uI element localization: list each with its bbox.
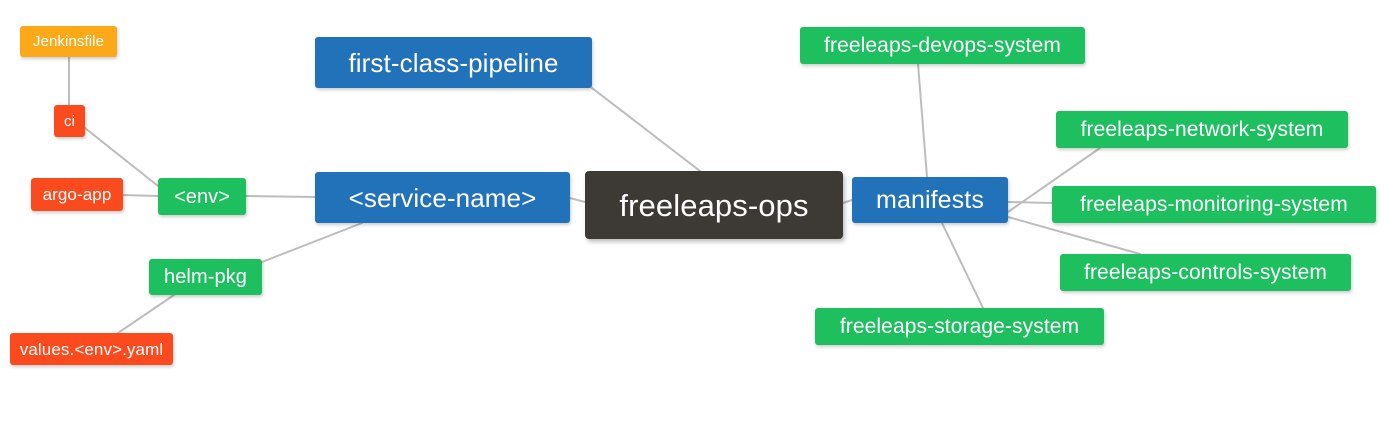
edge-env-argo-app: [122, 194, 159, 197]
node-service-name[interactable]: <service-name>: [315, 172, 570, 223]
node-label: first-class-pipeline: [348, 47, 559, 78]
node-freeleaps-network-system[interactable]: freeleaps-network-system: [1056, 111, 1348, 148]
node-freeleaps-monitoring-system[interactable]: freeleaps-monitoring-system: [1052, 186, 1376, 223]
node-label: freeleaps-monitoring-system: [1080, 193, 1348, 216]
node-manifests[interactable]: manifests: [852, 177, 1008, 223]
node-label: freeleaps-controls-system: [1084, 261, 1327, 284]
node-label: manifests: [876, 185, 984, 214]
node-freeleaps-controls-system[interactable]: freeleaps-controls-system: [1060, 254, 1351, 291]
node-freeleaps-devops-system[interactable]: freeleaps-devops-system: [800, 27, 1085, 64]
node-label: freeleaps-storage-system: [839, 315, 1080, 338]
node-label: argo-app: [42, 185, 112, 204]
node-label: ci: [63, 112, 76, 130]
edge-service-name-helm-pkg: [261, 222, 363, 263]
node-values-env-yaml[interactable]: values.<env>.yaml: [10, 333, 173, 365]
node-label: freeleaps-network-system: [1080, 118, 1324, 141]
node-label: freeleaps-ops: [619, 187, 809, 223]
edge-service-name-first-class-pipeline: [591, 87, 701, 172]
edge-manifests-storage: [941, 222, 984, 309]
edge-manifests-monitoring: [1007, 201, 1053, 204]
node-env[interactable]: <env>: [158, 178, 246, 215]
node-label: values.<env>.yaml: [19, 339, 164, 359]
edge-service-name-env: [245, 195, 316, 198]
edge-helm-pkg-values: [117, 294, 175, 334]
node-label: <env>: [173, 185, 231, 208]
node-label: helm-pkg: [163, 266, 248, 288]
node-freeleaps-storage-system[interactable]: freeleaps-storage-system: [815, 308, 1104, 345]
node-label: freeleaps-devops-system: [824, 34, 1061, 57]
node-helm-pkg[interactable]: helm-pkg: [149, 259, 262, 295]
node-label: Jenkinsfile: [32, 33, 105, 50]
node-freeleaps-ops[interactable]: freeleaps-ops: [585, 171, 843, 239]
node-argo-app[interactable]: argo-app: [31, 178, 123, 211]
edge-root-service-name: [569, 197, 586, 203]
node-first-class-pipeline[interactable]: first-class-pipeline: [315, 37, 592, 88]
node-label: <service-name>: [348, 182, 537, 213]
node-jenkinsfile[interactable]: Jenkinsfile: [20, 26, 117, 57]
node-ci[interactable]: ci: [54, 105, 85, 137]
edge-manifests-devops: [917, 63, 928, 178]
edge-root-manifests: [842, 199, 853, 204]
